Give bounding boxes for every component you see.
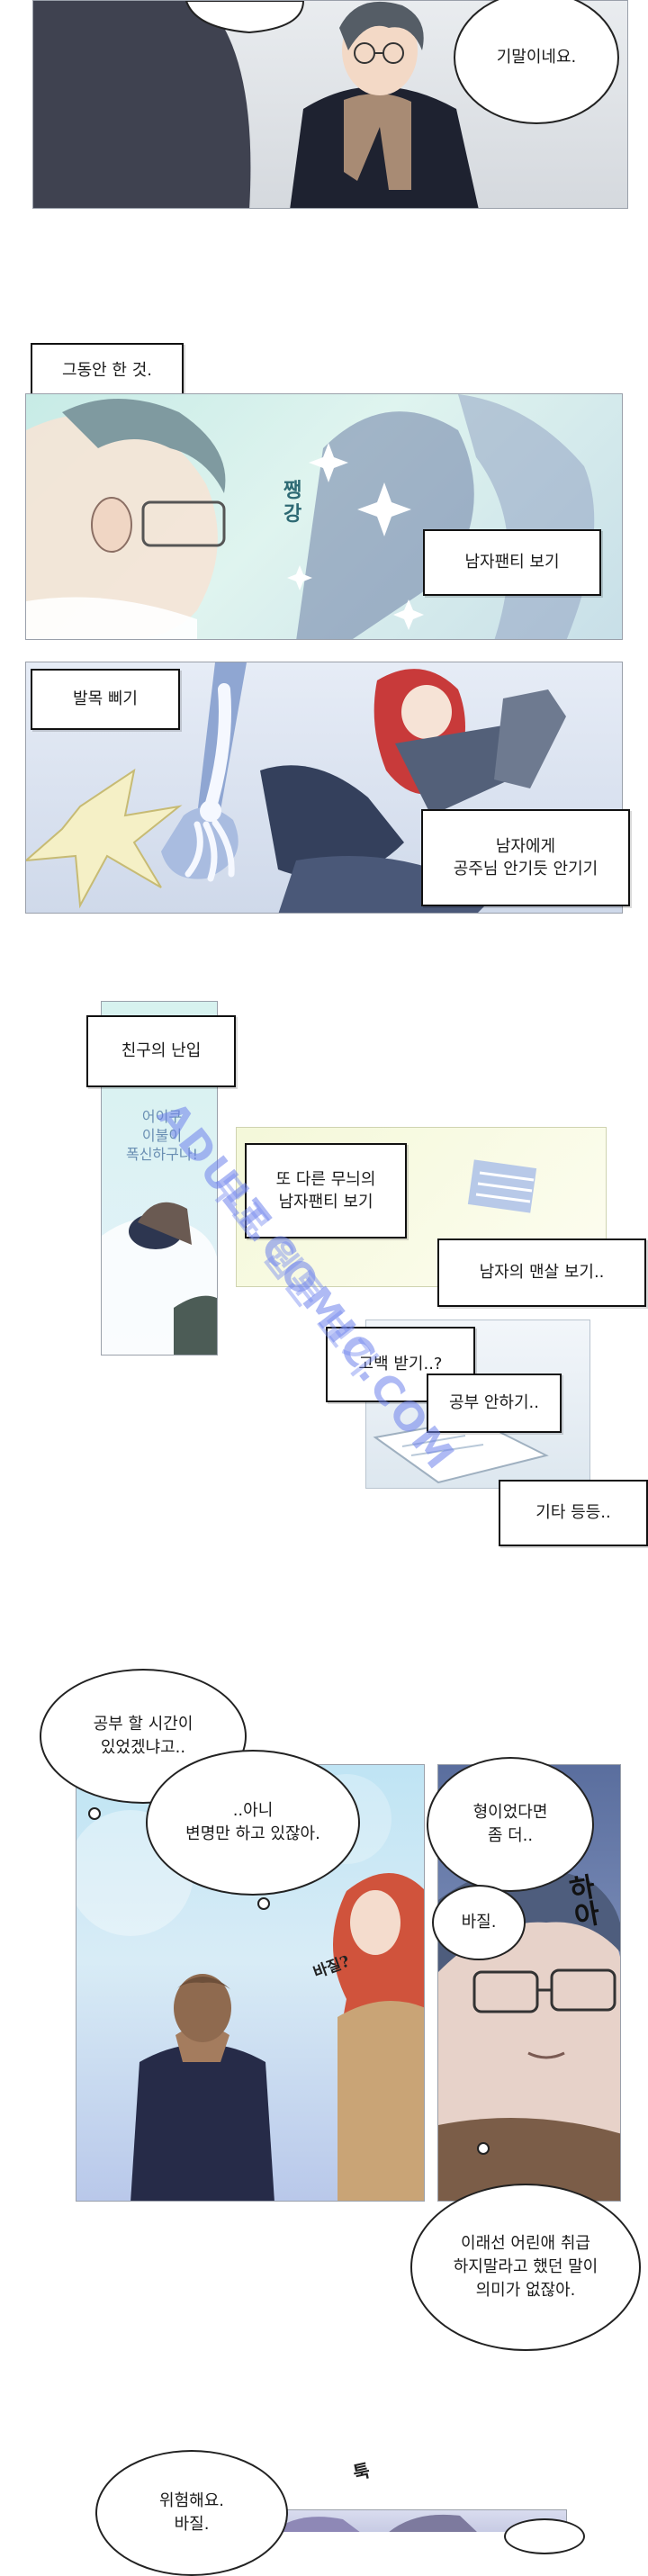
sparkle-scene-art [26,394,595,639]
caption-friend-intrusion: 친구의 난입 [86,1015,236,1087]
bottom-scene-art [272,2514,477,2532]
sfx-sparkle: 쨍 강 [284,479,302,527]
underwear-pattern-art [467,1159,537,1213]
speech-bubble-partial [504,2518,585,2554]
speech-bubble-exam: 기말이네요. [454,0,619,124]
caption-no-study: 공부 안하기.. [427,1374,562,1433]
caption-bare-skin: 남자의 맨살 보기.. [437,1238,646,1307]
friend-scene-art [102,1202,217,1355]
caption-meanwhile: 그동안 한 것. [31,343,184,399]
panel-underwear-sparkle: 쨍 강 [25,393,623,640]
speech-bubble-basil: 바질. [432,1885,526,1960]
panel-bottom [243,2509,567,2532]
sigh-closeup-art [438,1868,620,2201]
panel-study-street: 바질? [76,1764,425,2202]
speech-bubble-dangerous: 위험해요. 바질. [95,2450,288,2576]
exam-scene-art [33,1,479,208]
bubble-tail [477,2142,490,2155]
speech-bubble-meaningless: 이래선 어린애 취급 하지말라고 했던 말이 의미가 없잖아. [410,2184,641,2351]
friend-exclaim-text: 어이쿠 이불이 폭신하구나! [125,1108,198,1163]
speech-bubble-excuse: ..아니 변명만 하고 있잖아. [146,1750,360,1896]
sfx-thud: 툭 [351,2459,373,2484]
caption-etc: 기타 등등.. [499,1480,648,1546]
bubble-tail [88,1807,101,1820]
speech-bubble-study-time: 공부 할 시간이 있었겠냐고.. [40,1669,247,1804]
speech-bubble-if-brother: 형이었다면 좀 더.. [427,1757,594,1892]
caption-ankle: 발목 삐기 [31,669,180,730]
caption-princess-carry: 남자에게 공주님 안기듯 안기기 [421,809,630,906]
bubble-tail [257,1897,270,1910]
caption-another-underwear: 또 다른 무늬의 남자팬티 보기 [245,1143,407,1238]
caption-underwear: 남자팬티 보기 [423,529,601,596]
